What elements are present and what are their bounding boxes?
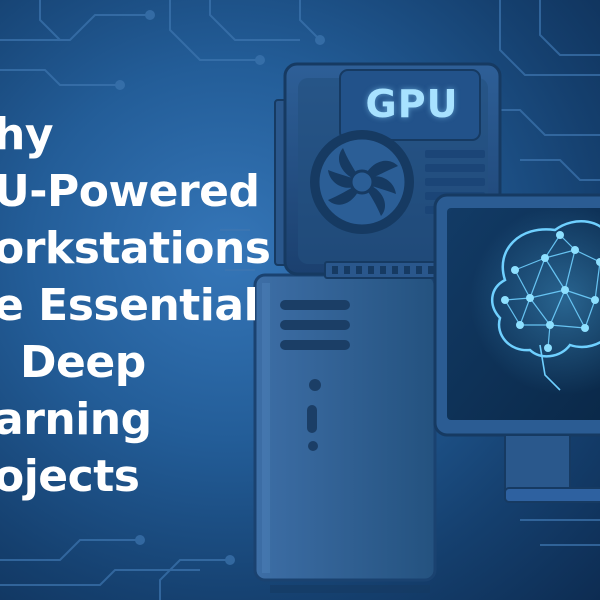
- brain-network-icon: [491, 220, 600, 391]
- headline-line-1: hy: [0, 109, 54, 160]
- headline: hy U-Powered orkstations e Essential Dee…: [0, 106, 271, 505]
- headline-line-5: Deep: [20, 337, 146, 388]
- headline-line-6: arning: [0, 394, 152, 445]
- headline-line-4: e Essential: [0, 280, 259, 331]
- pc-tower-icon: [253, 273, 437, 593]
- headline-line-2: U-Powered: [0, 166, 260, 217]
- gpu-label: GPU: [365, 82, 459, 126]
- fan-icon: [310, 130, 414, 234]
- headline-line-3: orkstations: [0, 223, 271, 274]
- headline-line-7: ojects: [0, 451, 140, 502]
